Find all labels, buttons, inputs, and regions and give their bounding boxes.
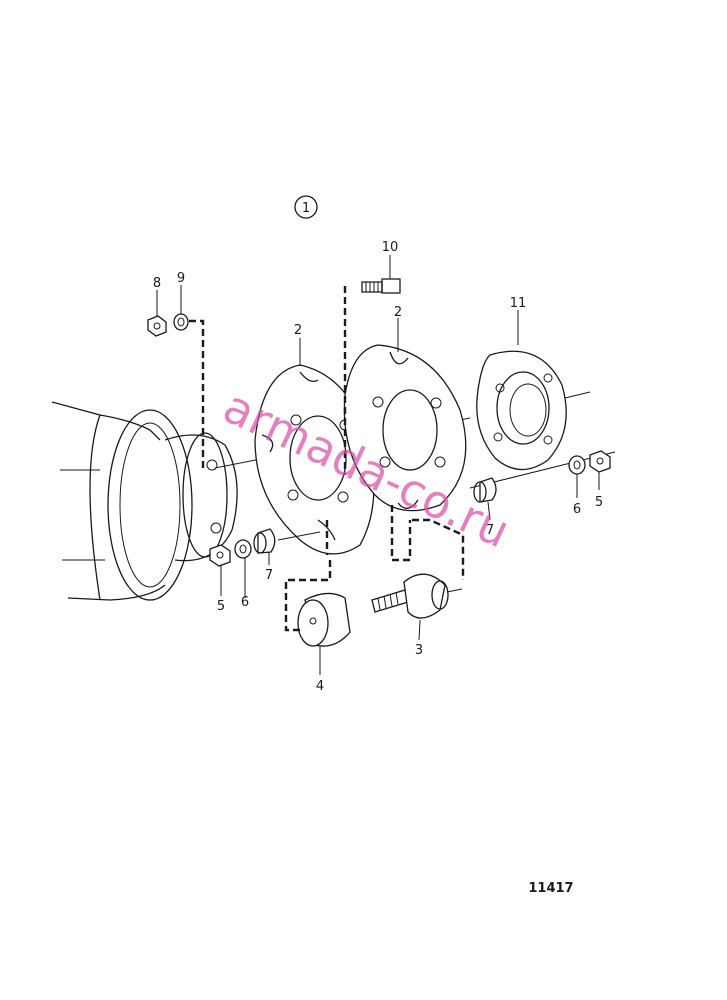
figure-marker: 1 [294, 195, 318, 219]
bolt [361, 278, 401, 294]
callout-3: 3 [415, 643, 423, 658]
spacer-right [473, 477, 497, 503]
figure-marker-label: 1 [302, 201, 310, 216]
shaft-housing [51, 401, 238, 601]
nut-left [209, 544, 231, 567]
washer-top-left [173, 313, 189, 331]
rubber-block [297, 592, 351, 647]
callout-6-right: 6 [573, 502, 581, 517]
callout-7-right: 7 [486, 523, 494, 538]
callout-5-left: 5 [217, 599, 225, 614]
rubber-mount [371, 573, 449, 619]
callout-5-right: 5 [595, 495, 603, 510]
left-fastener-axis-line [277, 531, 321, 541]
nut-right [589, 450, 611, 473]
hub-axis-line [564, 391, 591, 399]
reference-number: 11417 [528, 881, 573, 896]
callout-8: 8 [153, 276, 161, 291]
callout-4: 4 [316, 679, 324, 694]
washer-right [568, 455, 586, 475]
mount-axis-line [446, 588, 463, 593]
callout-2-right: 2 [394, 305, 402, 320]
hub [476, 350, 567, 471]
callout-7-left: 7 [265, 568, 273, 583]
callout-10: 10 [382, 240, 399, 255]
callout-2-left: 2 [294, 323, 302, 338]
nut-top-left [147, 315, 167, 337]
callout-labels: 8 9 10 2 2 11 7 6 5 5 6 7 3 4 [153, 240, 603, 694]
callout-11: 11 [510, 296, 527, 311]
plate-right [343, 344, 467, 512]
assembly-guide-lines [189, 286, 465, 632]
leader-lines [156, 255, 600, 675]
washer-left [234, 539, 252, 559]
spacer-left [253, 528, 276, 554]
callout-6-left: 6 [241, 595, 249, 610]
callout-9: 9 [177, 271, 185, 286]
